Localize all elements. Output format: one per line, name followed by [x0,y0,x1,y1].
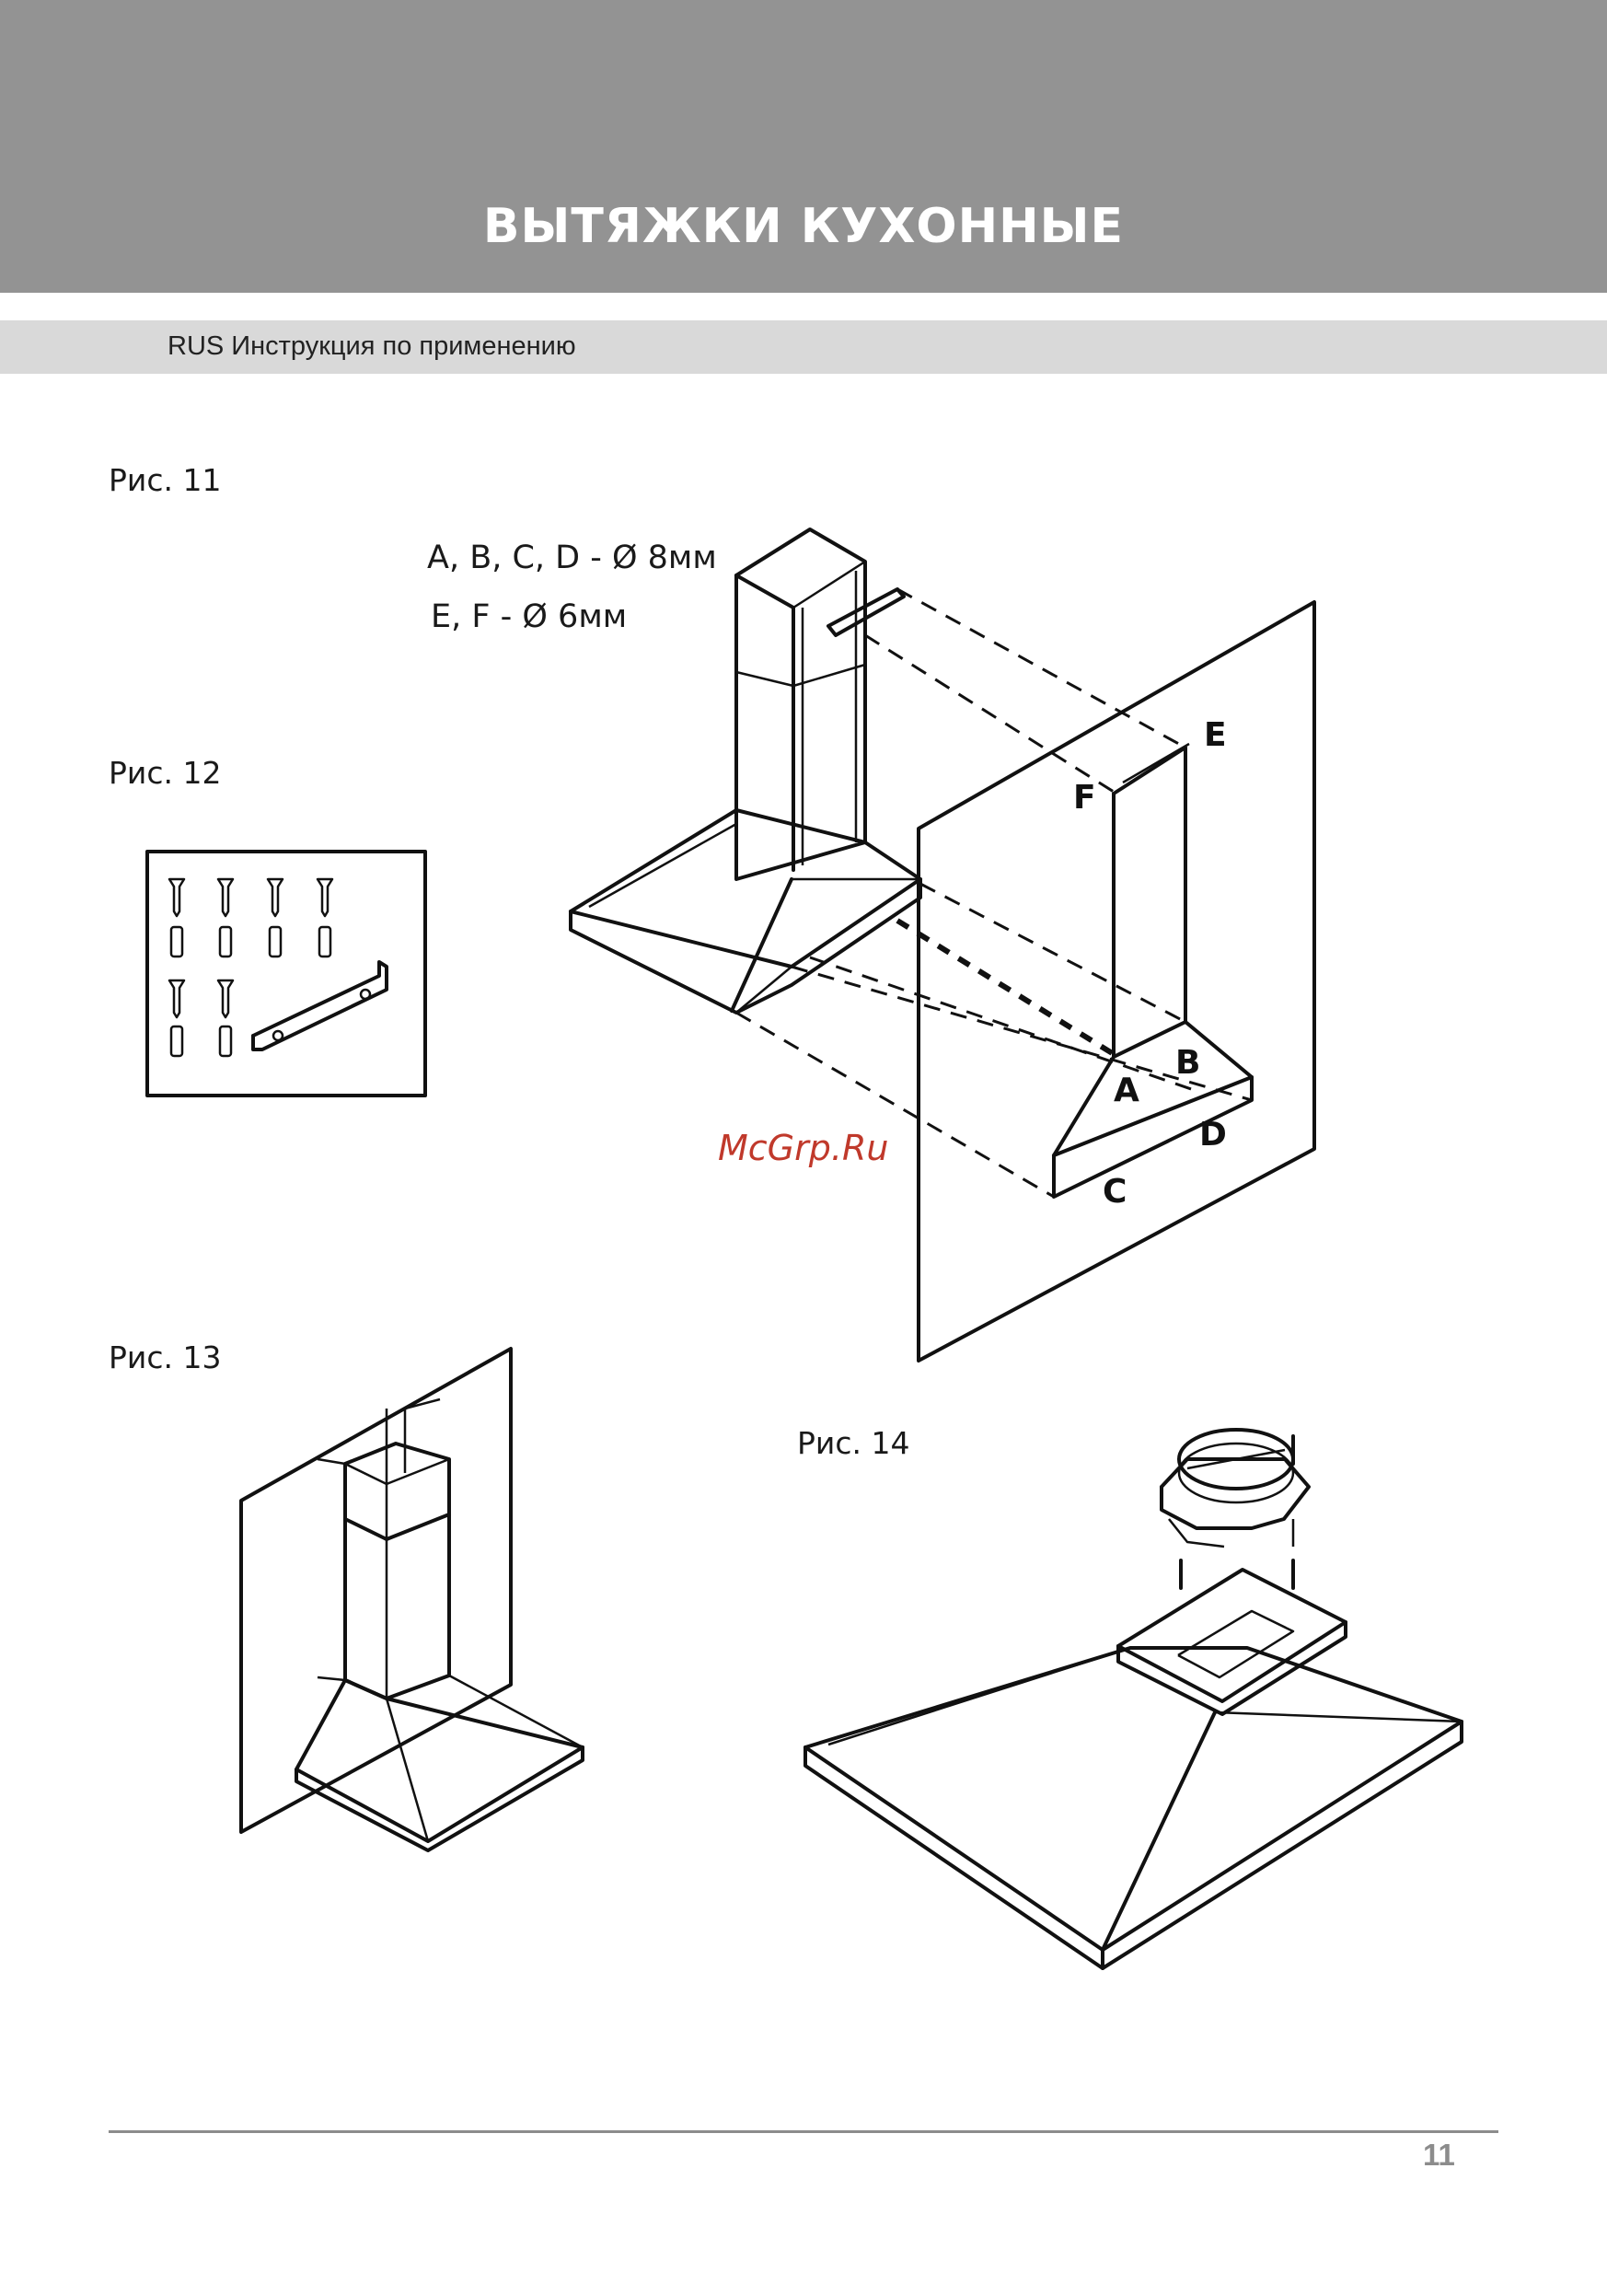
hood-chimney [734,528,867,881]
mounting-bracket [251,960,388,1051]
screws-and-dowels [168,877,334,1058]
outlet-opening [1116,1568,1347,1716]
projection-lines [735,587,1253,1199]
watermark: McGrp.Ru [718,1128,889,1168]
fig-11-drawing: E F B A D C [569,528,1316,1363]
drill-spec-ef: E, F - Ø 6мм [431,598,628,635]
fig14-canopy [804,1646,1463,1970]
fig-11-label: Рис. 11 [109,462,222,498]
subheader-band [0,320,1607,374]
point-b-label: B [1175,1044,1200,1082]
fig13-canopy [295,1674,584,1852]
drill-spec-abcd: A, B, C, D - Ø 8мм [427,539,717,576]
fig13-chimney [317,1397,451,1700]
page-title: ВЫТЯЖКИ КУХОННЫЕ [0,0,1607,293]
fig-13-drawing [239,1347,584,1852]
point-c-label: C [1103,1173,1127,1211]
fig-13-label: Рис. 13 [109,1339,222,1375]
upper-bracket [827,587,906,637]
point-a-label: A [1114,1072,1139,1109]
fig-12-drawing [145,850,427,1097]
fig13-wall [239,1347,513,1834]
footer-rule [109,2130,1498,2133]
hood-canopy [569,808,922,1015]
point-e-label: E [1204,716,1227,754]
subheader-text: RUS Инструкция по применению [168,331,576,361]
header-band [0,0,1607,293]
point-d-label: D [1199,1116,1227,1154]
fig-14-drawing [804,1428,1463,1970]
page-title-text: ВЫТЯЖКИ КУХОННЫЕ [482,199,1125,254]
mounting-template [1052,742,1254,1199]
fig-14-label: Рис. 14 [797,1425,910,1461]
fig-12-label: Рис. 12 [109,755,222,791]
fastener-kit-box [145,850,427,1097]
wall-panel [917,600,1316,1363]
page-number: 11 [1423,2138,1455,2172]
outlet-flange [1160,1428,1311,1548]
point-f-label: F [1073,779,1096,817]
